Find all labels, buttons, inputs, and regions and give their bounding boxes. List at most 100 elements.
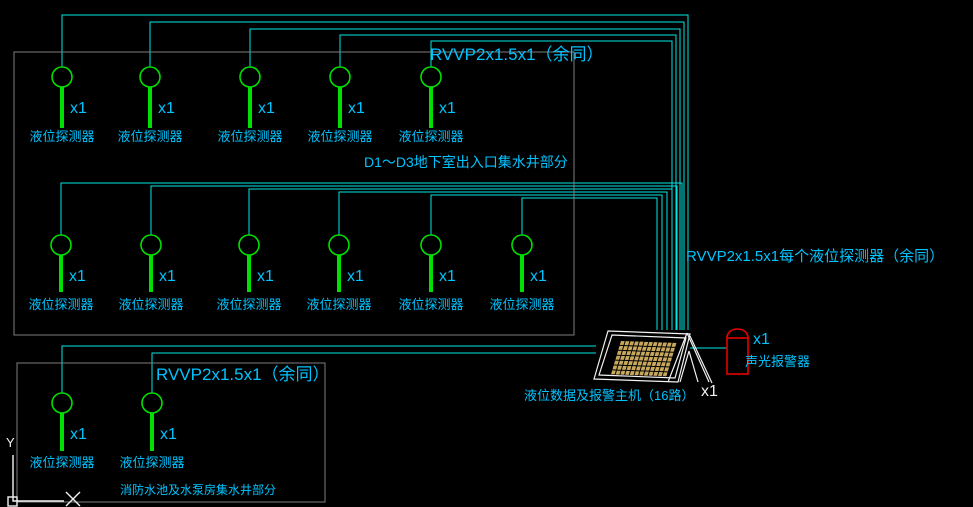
key-cell — [640, 366, 646, 371]
key-cell — [662, 342, 667, 347]
key-cell — [637, 361, 643, 366]
key-cell — [665, 347, 671, 352]
detector-count-label: x1 — [158, 100, 175, 117]
key-cell — [655, 347, 661, 352]
detector-name-label: 液位探测器 — [29, 455, 95, 470]
key-cell — [640, 351, 646, 356]
key-cell — [643, 356, 649, 361]
key-cell — [645, 366, 651, 371]
key-cell — [618, 345, 624, 350]
detector-name-label: 液位探测器 — [119, 455, 185, 470]
signal-wire — [150, 185, 678, 330]
detector-count-label: x1 — [70, 100, 87, 117]
key-cell — [665, 362, 671, 367]
level-detector-symbol — [420, 66, 442, 88]
key-cell — [611, 370, 616, 375]
host-label: 液位数据及报警主机（16路） — [524, 388, 695, 403]
key-cell — [620, 370, 626, 375]
detector-name-label: 液位探测器 — [217, 129, 283, 144]
key-cell — [626, 351, 632, 356]
detector-name-label: 液位探测器 — [398, 297, 464, 312]
detector-count-label: x1 — [439, 268, 456, 285]
key-cell — [612, 365, 618, 370]
key-cell — [642, 361, 648, 366]
keypad-grid-icon — [611, 341, 677, 377]
level-detector-symbol — [139, 66, 161, 88]
detector-count-label: x1 — [439, 100, 456, 117]
alarm-dome-icon — [726, 328, 749, 339]
key-cell — [634, 371, 640, 376]
signal-wire — [338, 191, 668, 330]
key-cell — [633, 341, 639, 346]
key-cell — [671, 342, 677, 347]
key-cell — [652, 342, 658, 347]
host-panel-outline — [593, 330, 691, 383]
detector-count-label: x1 — [348, 100, 365, 117]
alarm-count-label: x1 — [753, 331, 770, 348]
key-cell — [657, 342, 663, 347]
key-cell — [660, 347, 666, 352]
signal-wire — [60, 182, 683, 330]
key-cell — [638, 356, 644, 361]
host-panel-inner-outline — [598, 334, 687, 379]
alarm-host-icon — [593, 330, 713, 384]
key-cell — [635, 351, 641, 356]
key-cell — [615, 355, 621, 360]
key-cell — [632, 346, 638, 351]
key-cell — [635, 366, 641, 371]
key-cell — [616, 350, 622, 355]
detector-count-label: x1 — [258, 100, 275, 117]
detector-name-label: 液位探测器 — [216, 297, 282, 312]
basement-zone-frame — [13, 51, 575, 336]
key-cell — [629, 356, 635, 361]
key-cell — [617, 365, 623, 370]
key-cell — [618, 360, 624, 365]
key-cell — [615, 370, 621, 375]
key-cell — [623, 346, 628, 351]
key-cell — [634, 356, 640, 361]
zone-fire-label: 消防水池及水泵房集水井部分 — [120, 483, 277, 497]
detector-name-label: 液位探测器 — [118, 297, 184, 312]
key-cell — [621, 350, 627, 355]
detector-count-label: x1 — [69, 268, 86, 285]
sound-light-alarm-icon — [726, 328, 749, 375]
signal-wire — [61, 14, 689, 330]
key-cell — [668, 352, 674, 357]
cable-spec-bottom-label: RVVP2x1.5x1（余同） — [156, 365, 330, 384]
key-cell — [658, 372, 663, 377]
host-count-label: x1 — [701, 383, 718, 400]
key-cell — [631, 366, 637, 371]
key-cell — [624, 341, 630, 346]
key-cell — [626, 365, 632, 371]
signal-wire — [151, 352, 596, 393]
key-cell — [639, 371, 645, 376]
key-cell — [664, 367, 670, 372]
key-cell — [653, 371, 659, 376]
key-cell — [648, 356, 654, 361]
level-detector-symbol — [239, 66, 261, 88]
key-cell — [632, 361, 638, 366]
key-cell — [654, 352, 660, 357]
key-cell — [646, 346, 652, 351]
signal-wire — [339, 34, 677, 330]
level-detector-symbol — [51, 66, 73, 88]
signal-wire — [521, 197, 658, 330]
level-detector-symbol — [50, 234, 72, 256]
key-cell — [651, 361, 657, 366]
key-cell — [638, 341, 644, 346]
key-cell — [625, 370, 630, 375]
key-cell — [648, 341, 653, 347]
level-detector-symbol — [420, 234, 442, 256]
ucs-icon — [7, 455, 81, 507]
host-stand-icon — [667, 332, 713, 384]
ucs-axes-icon — [12, 455, 81, 507]
signal-wire — [149, 21, 685, 330]
detector-name-label: 液位探测器 — [306, 297, 372, 312]
key-cell — [619, 341, 625, 346]
key-cell — [649, 351, 655, 356]
level-detector-symbol — [140, 234, 162, 256]
key-cell — [648, 371, 654, 376]
pump-room-zone-frame — [16, 362, 326, 503]
